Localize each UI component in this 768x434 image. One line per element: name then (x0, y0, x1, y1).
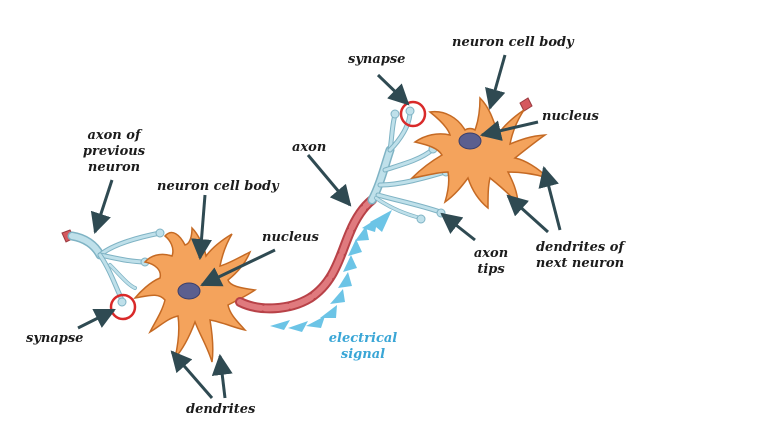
arrow-cell-body-right (485, 54, 507, 111)
arrow-synapse-left (77, 308, 116, 330)
label-axon-prev-line2: previous (82, 144, 146, 159)
arrow-dendrites-next-1 (538, 165, 562, 231)
arrow-synapse-right (376, 73, 410, 106)
label-dendrites-next-neuron: dendrites of next neuron (530, 240, 630, 272)
previous-axon-terminal (61, 228, 165, 307)
electrical-signal-arrow (270, 210, 392, 332)
axon-terminals (367, 106, 451, 224)
left-neuron-body (133, 226, 257, 363)
arrow-nucleus-right (479, 120, 539, 141)
arrow-axon-tips (440, 212, 476, 242)
synapse-ring-left (109, 293, 137, 321)
label-axon-prev-line1: axon of (87, 128, 141, 143)
label-signal-line2: signal (340, 347, 386, 362)
myelinated-axon (235, 195, 377, 314)
label-axon: axon (292, 140, 327, 155)
arrow-dendrites-next-2 (506, 194, 550, 234)
label-axon-previous-neuron: axon of previous neuron (80, 128, 148, 176)
pointer-arrows (77, 54, 562, 399)
label-synapse-right: synapse (348, 52, 406, 67)
label-signal-line1: electrical (328, 331, 398, 346)
arrow-cell-body-left (191, 194, 212, 261)
label-dendrites-next-line2: next neuron (535, 256, 625, 271)
label-dendrites: dendrites (186, 402, 256, 417)
arrow-dendrites-2 (211, 353, 233, 399)
label-electrical-signal: electrical signal (318, 331, 408, 363)
arrow-dendrites-1 (170, 350, 214, 399)
synapse-ring-right (399, 100, 427, 128)
label-synapse-left: synapse (26, 331, 84, 346)
arrow-axon (306, 154, 352, 207)
label-axon-tips: axon tips (468, 246, 514, 278)
label-neuron-cell-body-right: neuron cell body (452, 35, 574, 50)
next-neuron-body (409, 96, 549, 210)
label-axon-tips-line2: tips (477, 262, 505, 277)
arrow-axon-prev (90, 179, 114, 234)
label-neuron-cell-body-left: neuron cell body (157, 179, 279, 194)
label-nucleus-left: nucleus (262, 230, 319, 245)
label-axon-prev-line3: neuron (87, 160, 141, 175)
label-axon-tips-line1: axon (473, 246, 509, 261)
label-nucleus-right: nucleus (542, 109, 599, 124)
label-dendrites-next-line1: dendrites of (535, 240, 625, 255)
arrow-nucleus-left (200, 248, 276, 287)
